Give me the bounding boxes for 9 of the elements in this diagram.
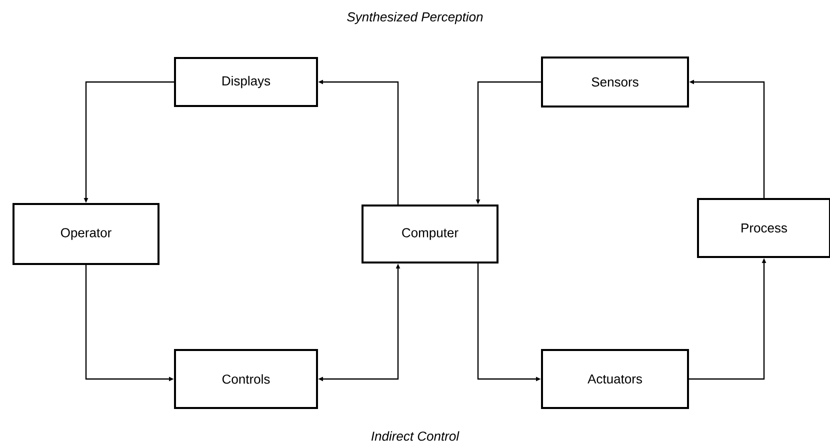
caption: Indirect Control	[371, 431, 460, 441]
process-box: Displays	[174, 57, 318, 107]
process-box: Sensors	[541, 56, 689, 108]
process-box: Operator	[12, 203, 160, 265]
process-box: Actuators	[541, 349, 689, 409]
process-box: Process	[697, 198, 830, 258]
process-box: Controls	[174, 349, 318, 409]
title: Synthesized Perception	[347, 12, 483, 24]
process-box: Computer	[362, 204, 498, 264]
